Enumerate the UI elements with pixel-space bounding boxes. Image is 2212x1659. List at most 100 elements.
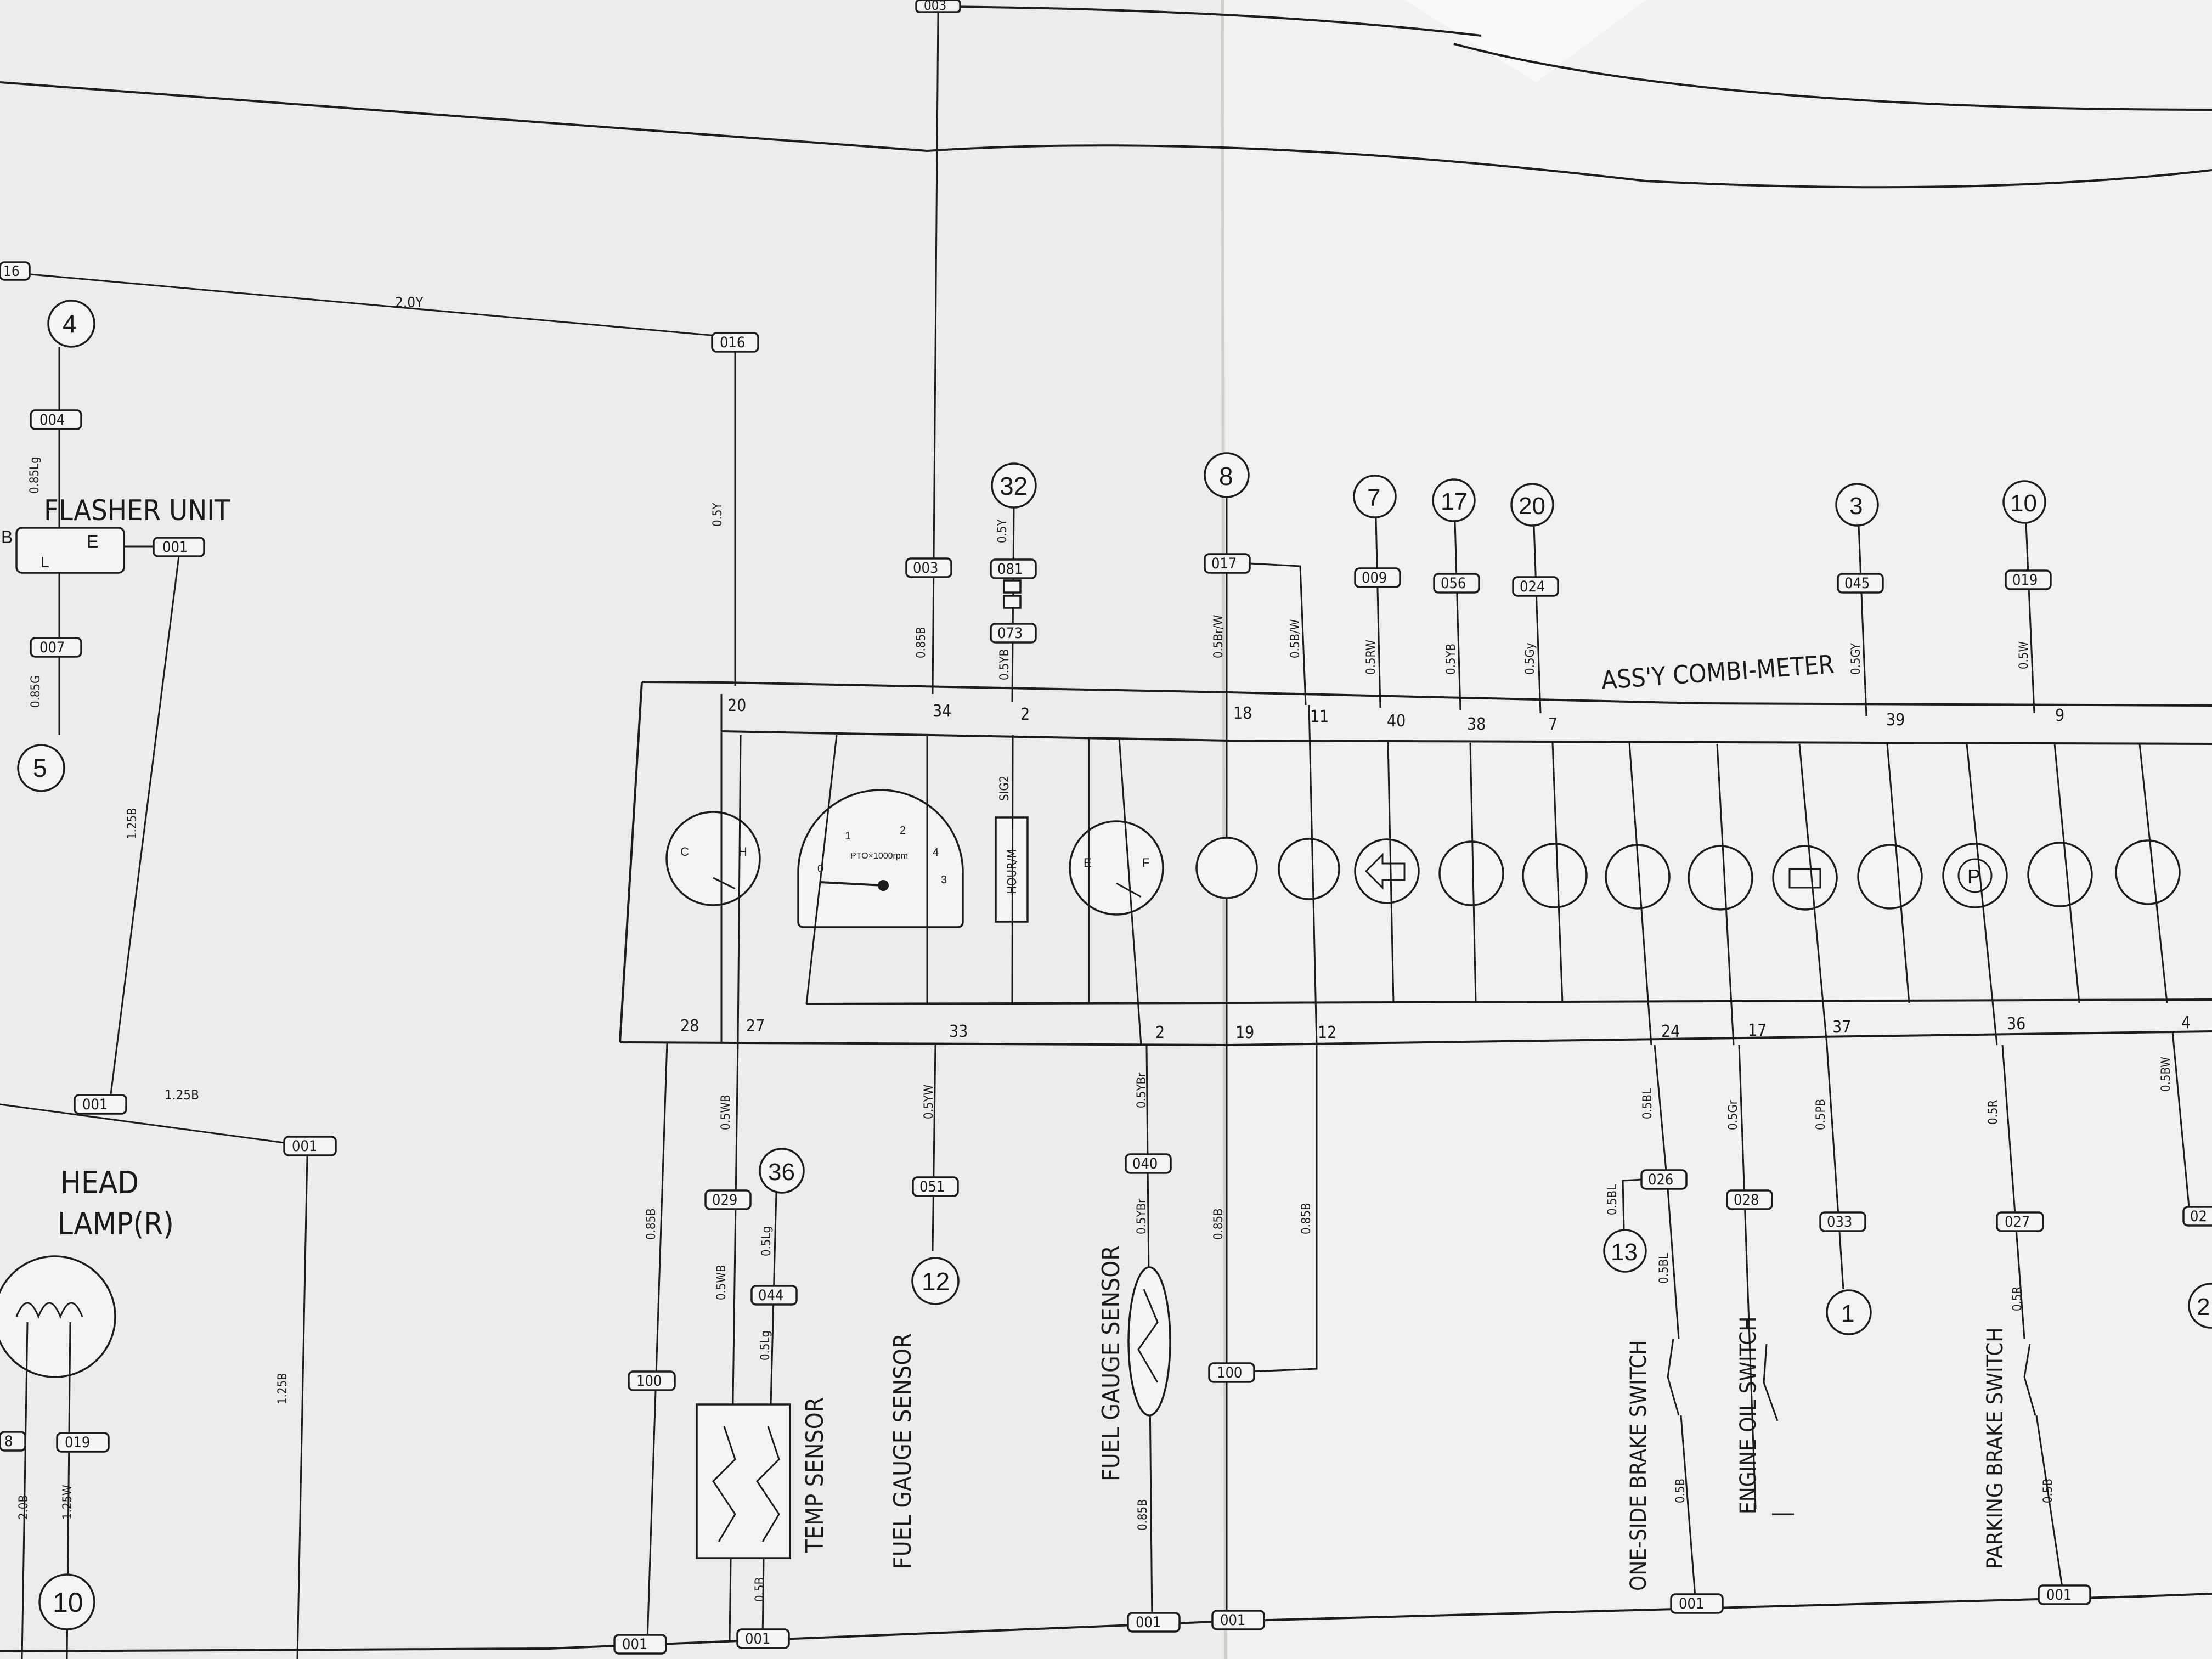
connector-label: 001 — [1220, 1612, 1245, 1629]
wire-label: 0.5R — [1987, 1100, 2000, 1125]
tacho-tick: 3 — [941, 874, 947, 886]
connector-045 — [1837, 573, 1884, 594]
connector-label: 001 — [162, 539, 188, 556]
wire-label: 0.5R — [2011, 1286, 2024, 1311]
wire-pb-ground — [2035, 1415, 2064, 1592]
wire-label: 0.5Gr — [1726, 1099, 1740, 1130]
combi-meter-top-bus — [641, 681, 2212, 707]
connector-label: 001 — [622, 1636, 647, 1653]
temp-gauge-h: H — [738, 845, 747, 859]
connector-label: 016 — [720, 334, 745, 351]
pto-icon — [1522, 843, 1588, 909]
connector-label: 001 — [1679, 1595, 1704, 1612]
battery-icon — [1772, 845, 1838, 911]
tachometer-icon — [797, 789, 964, 928]
connector-label: 02 — [2190, 1208, 2207, 1225]
connector-label: 100 — [636, 1373, 662, 1390]
meter-internal-wires — [720, 694, 2168, 1046]
connector-001-b6 — [2038, 1584, 2091, 1605]
wire-label: 0.5BL — [1657, 1253, 1671, 1284]
wire-lamp-1 — [21, 1322, 29, 1659]
head-lamp-symbol — [0, 1255, 116, 1378]
wire-brake-ground — [1680, 1415, 1696, 1597]
ref-label: 36 — [768, 1159, 795, 1186]
pin-label: 27 — [746, 1017, 765, 1036]
ref-label: 17 — [1441, 488, 1468, 515]
ref-circle-1 — [1826, 1289, 1872, 1335]
wire-24 — [1654, 1045, 1668, 1177]
temp-gauge-c: C — [680, 845, 689, 859]
wire-label: 0.5WB — [719, 1094, 733, 1130]
connector-label: 001 — [292, 1138, 317, 1155]
pin-label: 17 — [1748, 1021, 1767, 1040]
wire-33 — [932, 1045, 936, 1251]
turn-lamp-right-icon — [1278, 838, 1340, 900]
thermistor-icon-a — [712, 1426, 736, 1542]
connector-label: 017 — [1211, 555, 1237, 572]
wire-label: 0.5BL — [1641, 1088, 1655, 1119]
connector-label: 027 — [2005, 1214, 2030, 1231]
connector-label: 003 — [913, 560, 938, 577]
ref-label: 32 — [1000, 472, 1028, 500]
combi-meter-left-edge — [619, 681, 643, 1043]
ref-label: 8 — [1219, 462, 1233, 490]
wire-label: 0.5B — [753, 1577, 767, 1602]
ref-circle-10 — [2002, 480, 2046, 524]
wire-label: 0.85Lg — [28, 456, 42, 494]
wire-label: 0.5Br/W — [1212, 615, 1226, 658]
wire-label: 0.5WB — [715, 1265, 729, 1300]
pin-label: 2 — [1155, 1023, 1165, 1042]
glow-plug-icon — [1857, 844, 1923, 910]
wire-label: 1.25B — [165, 1087, 199, 1103]
pin-label: 24 — [1661, 1022, 1680, 1041]
wire-label: 0.5GY — [1849, 642, 1863, 675]
connector-001-b1 — [613, 1634, 667, 1655]
tacho-tick: 1 — [845, 830, 851, 842]
ref-label: 7 — [1367, 484, 1380, 511]
one-side-brake-label: ONE-SIDE BRAKE SWITCH — [1626, 1340, 1651, 1591]
pin-label: 20 — [727, 696, 746, 715]
wire-12 — [1250, 1045, 1318, 1373]
pin-label: 38 — [1467, 715, 1486, 734]
wire-label: 0.5Y — [996, 519, 1009, 543]
ref-circle-5 — [17, 744, 65, 792]
wire-label: 1.25W — [61, 1485, 75, 1520]
brake-switch-icon — [1667, 1338, 1680, 1416]
ref-circle-4 — [47, 300, 95, 348]
wire-label: 0.85B — [1136, 1499, 1150, 1531]
connector-label: 056 — [1441, 575, 1466, 592]
ref-circle-2 — [2188, 1283, 2212, 1329]
border-line-right — [1453, 43, 2212, 111]
ref-circle-3 — [1835, 483, 1879, 527]
temp-gauge-needle — [713, 877, 736, 890]
connector-label: 051 — [919, 1178, 945, 1195]
turn-arrow-icon — [1354, 838, 1420, 904]
tacho-label: PTO×1000rpm — [850, 851, 908, 861]
connector-label: 003 — [924, 0, 946, 13]
ref-label: 2 — [2197, 1294, 2210, 1321]
oil-pressure-icon — [1688, 845, 1753, 911]
connector-label: 007 — [40, 639, 65, 656]
connector-100-b — [1208, 1362, 1255, 1383]
flasher-unit-label: FLASHER UNIT — [44, 494, 230, 527]
connector-label: 009 — [1362, 569, 1387, 586]
fuel-sensor-wiper-icon — [1137, 1289, 1159, 1383]
parking-brake-label: PARKING BRAKE SWITCH — [1983, 1328, 2008, 1570]
wire-36-pb — [2001, 1045, 2025, 1339]
wire-label: 2.0Y — [395, 295, 424, 311]
ref-label: 10 — [2010, 490, 2037, 517]
connector-029 — [704, 1189, 752, 1210]
flasher-b-label: B — [1, 527, 13, 547]
wire-temp-ground — [761, 1558, 765, 1641]
fuel-gauge-e: E — [1084, 856, 1092, 870]
arrow-shape-icon — [1364, 853, 1406, 890]
connector-label: 019 — [2012, 572, 2038, 589]
connector-label: 100 — [1217, 1364, 1242, 1381]
wire-1.25B — [0, 1103, 313, 1148]
ref-label: 10 — [53, 1587, 83, 1618]
wire-label: 0.5Lg — [759, 1330, 772, 1361]
connector-label: 028 — [1734, 1192, 1759, 1209]
wire-10 — [2025, 522, 2035, 714]
connector-001-b2 — [736, 1628, 790, 1649]
